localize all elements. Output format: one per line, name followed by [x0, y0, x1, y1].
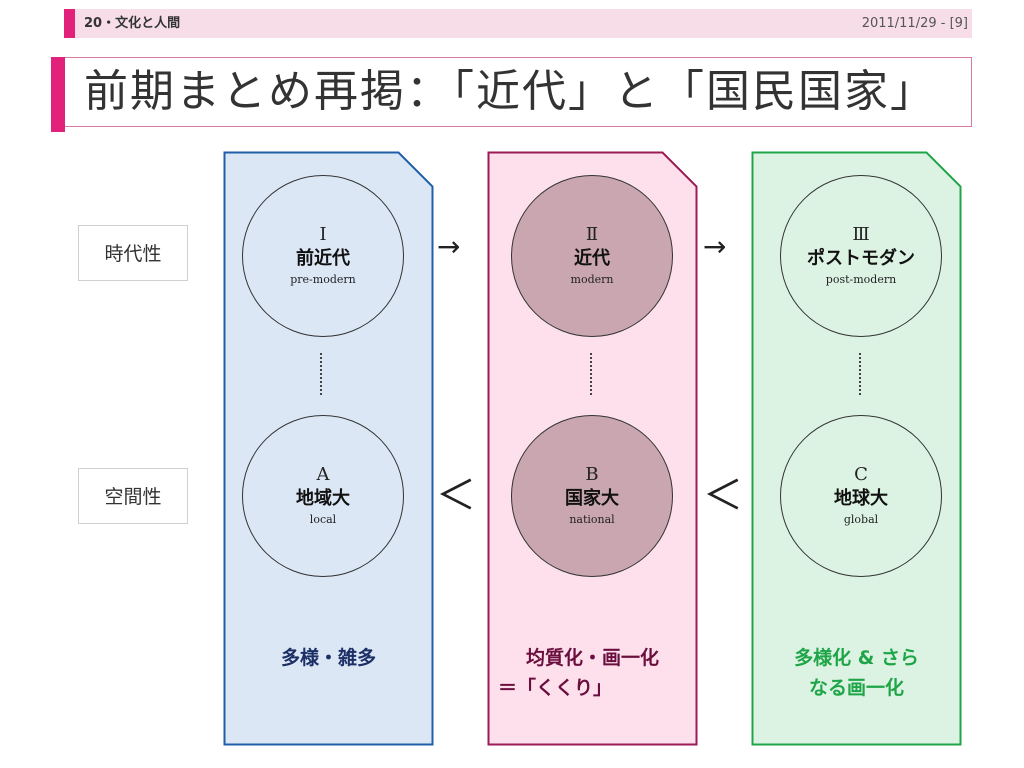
circle-subtitle: modern: [570, 273, 614, 286]
column-caption-modern: 均質化・画一化 ＝「くくり」: [488, 643, 697, 703]
caption-line: なる画一化: [808, 677, 904, 699]
circle-letter: B: [585, 464, 599, 485]
circle-number: Ⅲ: [852, 224, 870, 245]
circle-letter: C: [854, 464, 868, 485]
circle-postmodern: Ⅲ ポストモダン post-modern: [780, 175, 942, 337]
caption-line: ＝「くくり」: [498, 677, 613, 699]
lecture-label: 20・文化と人間: [84, 16, 181, 31]
column-caption-postmodern: 多様化 & さら なる画一化: [752, 643, 961, 703]
arrow-right-1: →: [437, 230, 461, 263]
title-box: [64, 57, 972, 127]
circle-title: 地域大: [296, 488, 350, 509]
title-accent: [51, 57, 65, 132]
caption-line: 多様化 & さら: [794, 647, 919, 669]
date-page-label: 2011/11/29 - [9]: [861, 16, 968, 31]
circle-letter: A: [316, 464, 330, 485]
circle-global: C 地球大 global: [780, 415, 942, 577]
circle-number: Ⅰ: [319, 224, 327, 245]
row-label-era: 時代性: [78, 225, 188, 281]
row-label-space: 空間性: [78, 468, 188, 524]
circle-title: ポストモダン: [807, 248, 915, 269]
circle-local: A 地域大 local: [242, 415, 404, 577]
circle-title: 国家大: [565, 488, 619, 509]
caption-line: 均質化・画一化: [525, 647, 659, 669]
header-accent: [64, 9, 75, 38]
circle-number: Ⅱ: [585, 224, 599, 245]
header-bar: [64, 9, 972, 38]
caption-line: 多様・雑多: [280, 647, 376, 669]
dotted-connector: [859, 353, 865, 395]
dotted-connector: [590, 353, 596, 395]
less-than-2: ＜: [703, 473, 743, 519]
column-caption-premodern: 多様・雑多: [224, 643, 433, 673]
circle-subtitle: national: [569, 513, 615, 526]
circle-subtitle: pre-modern: [290, 273, 356, 286]
circle-national: B 国家大 national: [511, 415, 673, 577]
circle-subtitle: global: [843, 513, 879, 526]
circle-premodern: Ⅰ 前近代 pre-modern: [242, 175, 404, 337]
circle-subtitle: post-modern: [825, 273, 897, 286]
circle-title: 地球大: [834, 488, 888, 509]
circle-subtitle: local: [309, 513, 337, 526]
slide-title: 前期まとめ再掲：「近代」と「国民国家」: [84, 66, 936, 117]
dotted-connector: [320, 353, 326, 395]
circle-title: 近代: [574, 248, 610, 269]
arrow-right-2: →: [703, 230, 727, 263]
less-than-1: ＜: [436, 473, 476, 519]
circle-modern: Ⅱ 近代 modern: [511, 175, 673, 337]
circle-title: 前近代: [296, 248, 350, 269]
